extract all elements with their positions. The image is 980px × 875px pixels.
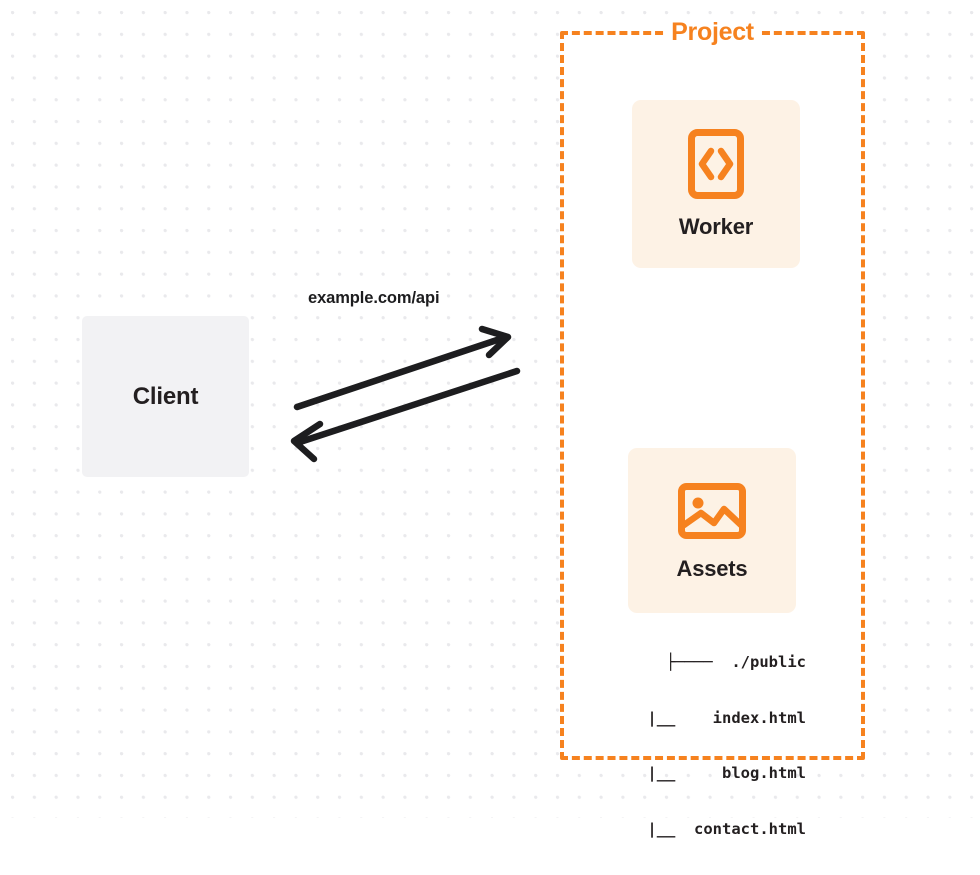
file-tree-row: |__ contact.html	[647, 819, 806, 838]
file-tree-row: ├──── ./public	[666, 653, 806, 671]
assets-file-tree: ├──── ./public |__ index.html |__ blog.h…	[606, 616, 806, 875]
file-tree-row: |__ index.html	[647, 708, 806, 727]
arrow-response	[290, 367, 521, 463]
edge-label-api-url: example.com/api	[308, 289, 440, 307]
image-icon	[678, 482, 746, 539]
container-project-title: Project	[664, 18, 761, 47]
code-brackets-icon	[688, 129, 744, 199]
node-assets[interactable]: Assets	[628, 448, 796, 613]
node-assets-label: Assets	[676, 555, 748, 581]
node-client[interactable]: Client	[82, 316, 249, 477]
arrow-request	[293, 325, 512, 411]
node-worker[interactable]: Worker	[632, 100, 800, 268]
node-worker-label: Worker	[678, 214, 754, 239]
architecture-diagram-canvas: Client example.com/api Project Worker	[0, 0, 980, 838]
node-client-label: Client	[132, 382, 199, 410]
file-tree-row: |__ blog.html	[647, 764, 806, 782]
